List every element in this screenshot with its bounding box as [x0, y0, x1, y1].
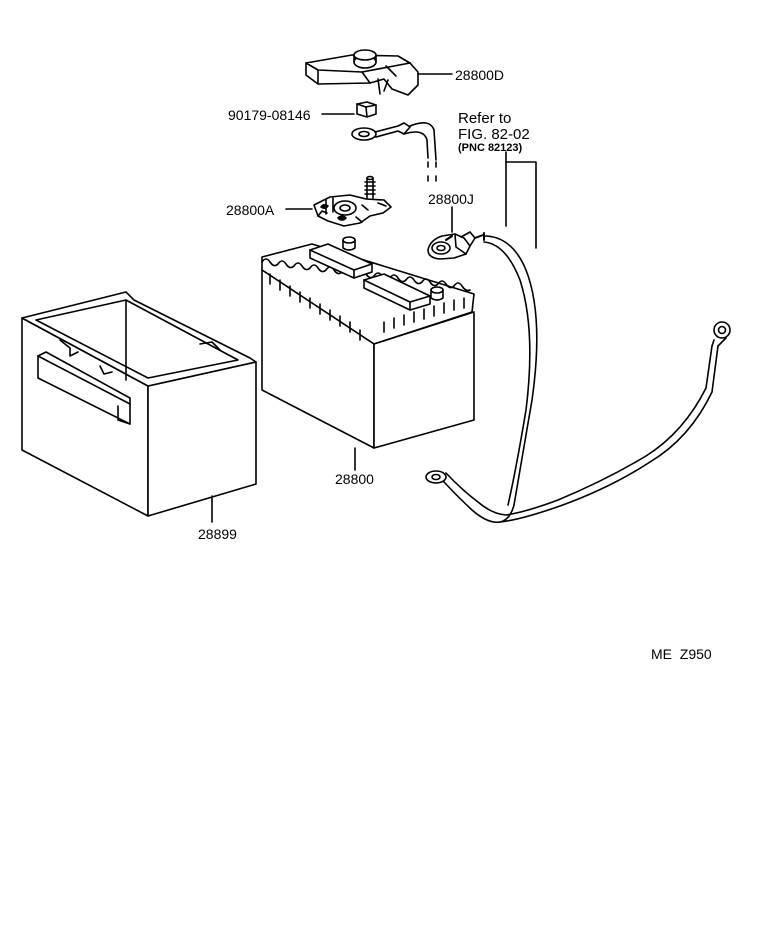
- label-28899: 28899: [198, 526, 237, 542]
- reference-bracket: [505, 151, 537, 249]
- reference-line-3: (PNC 82123): [458, 142, 523, 154]
- terminal-cover-drawing: [305, 49, 419, 96]
- reference-line-2: FIG. 82-02: [458, 126, 530, 143]
- label-28800J: 28800J: [428, 191, 474, 207]
- label-28800: 28800: [335, 471, 374, 487]
- label-90179-08146: 90179-08146: [228, 107, 311, 123]
- reference-line-1: Refer to: [458, 110, 512, 127]
- nut-drawing: [356, 101, 377, 118]
- positive-cable-end-drawing: [351, 122, 437, 185]
- label-28800A: 28800A: [226, 202, 275, 218]
- negative-terminal-clamp-drawing: [427, 231, 485, 260]
- battery-drawing: [261, 236, 475, 449]
- figure-code: ME Z950: [651, 646, 712, 662]
- negative-cable-drawing: [425, 235, 731, 524]
- label-28800D: 28800D: [455, 67, 505, 83]
- positive-terminal-clamp-drawing: [313, 175, 392, 227]
- battery-tray-drawing: [21, 291, 257, 517]
